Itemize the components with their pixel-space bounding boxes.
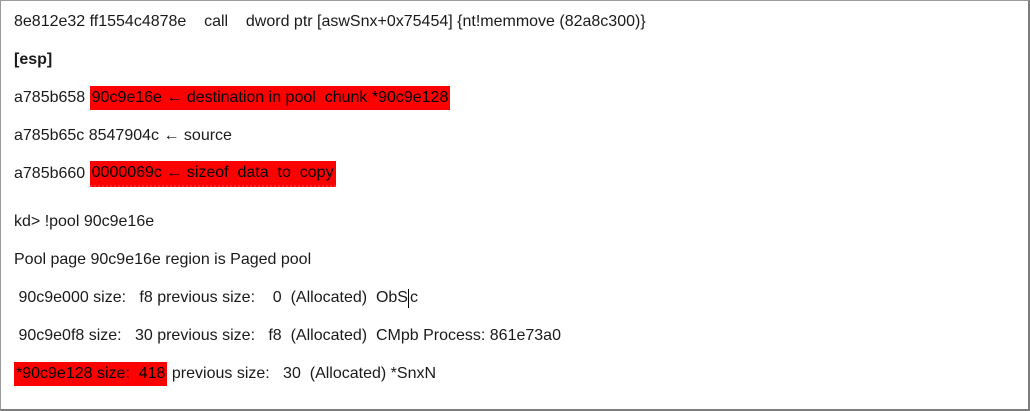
highlighted-text: *90c9e128 size: 418 bbox=[14, 362, 168, 386]
text-line: 90c9e0f8 size: 30 previous size: f8 (All… bbox=[14, 317, 1018, 355]
text-segment: [esp] bbox=[14, 51, 53, 68]
text-segment: previous size: 30 (Allocated) *SnxN bbox=[167, 365, 437, 382]
text-segment: 8e812e32 ff1554c4878e call dword ptr [as… bbox=[14, 13, 646, 30]
text-segment: 90c9e000 size: f8 previous size: 0 (Allo… bbox=[14, 289, 408, 306]
text-line: Pool page 90c9e16e region is Paged pool bbox=[14, 241, 1018, 279]
text-segment: kd> !pool 90c9e16e bbox=[14, 213, 155, 230]
text-line: a785b660 0000069c ← sizeof data to copy bbox=[14, 155, 1018, 193]
highlighted-text: 0000069c ← sizeof data to copy bbox=[89, 161, 336, 187]
text-caret bbox=[408, 288, 410, 308]
text-segment: a785b658 bbox=[14, 89, 90, 106]
text-line: 90c9e000 size: f8 previous size: 0 (Allo… bbox=[14, 279, 1018, 317]
text-line: [esp] bbox=[14, 41, 1018, 79]
text-segment: Pool page 90c9e16e region is Paged pool bbox=[14, 251, 312, 268]
highlighted-text: 90c9e16e ← destination in pool chunk *90… bbox=[89, 86, 451, 110]
text-line: kd> !pool 90c9e16e bbox=[14, 203, 1018, 241]
text-line: 8e812e32 ff1554c4878e call dword ptr [as… bbox=[14, 3, 1018, 41]
text-segment: 90c9e0f8 size: 30 previous size: f8 (All… bbox=[14, 327, 561, 344]
text-line: a785b658 90c9e16e ← destination in pool … bbox=[14, 79, 1018, 117]
text-segment: c bbox=[409, 289, 418, 306]
text-line: a785b65c 8547904c ← source bbox=[14, 117, 1018, 155]
text-segment: a785b65c 8547904c ← source bbox=[14, 127, 232, 144]
text-segment: a785b660 bbox=[14, 165, 90, 182]
text-line: *90c9e128 size: 418 previous size: 30 (A… bbox=[14, 355, 1018, 393]
